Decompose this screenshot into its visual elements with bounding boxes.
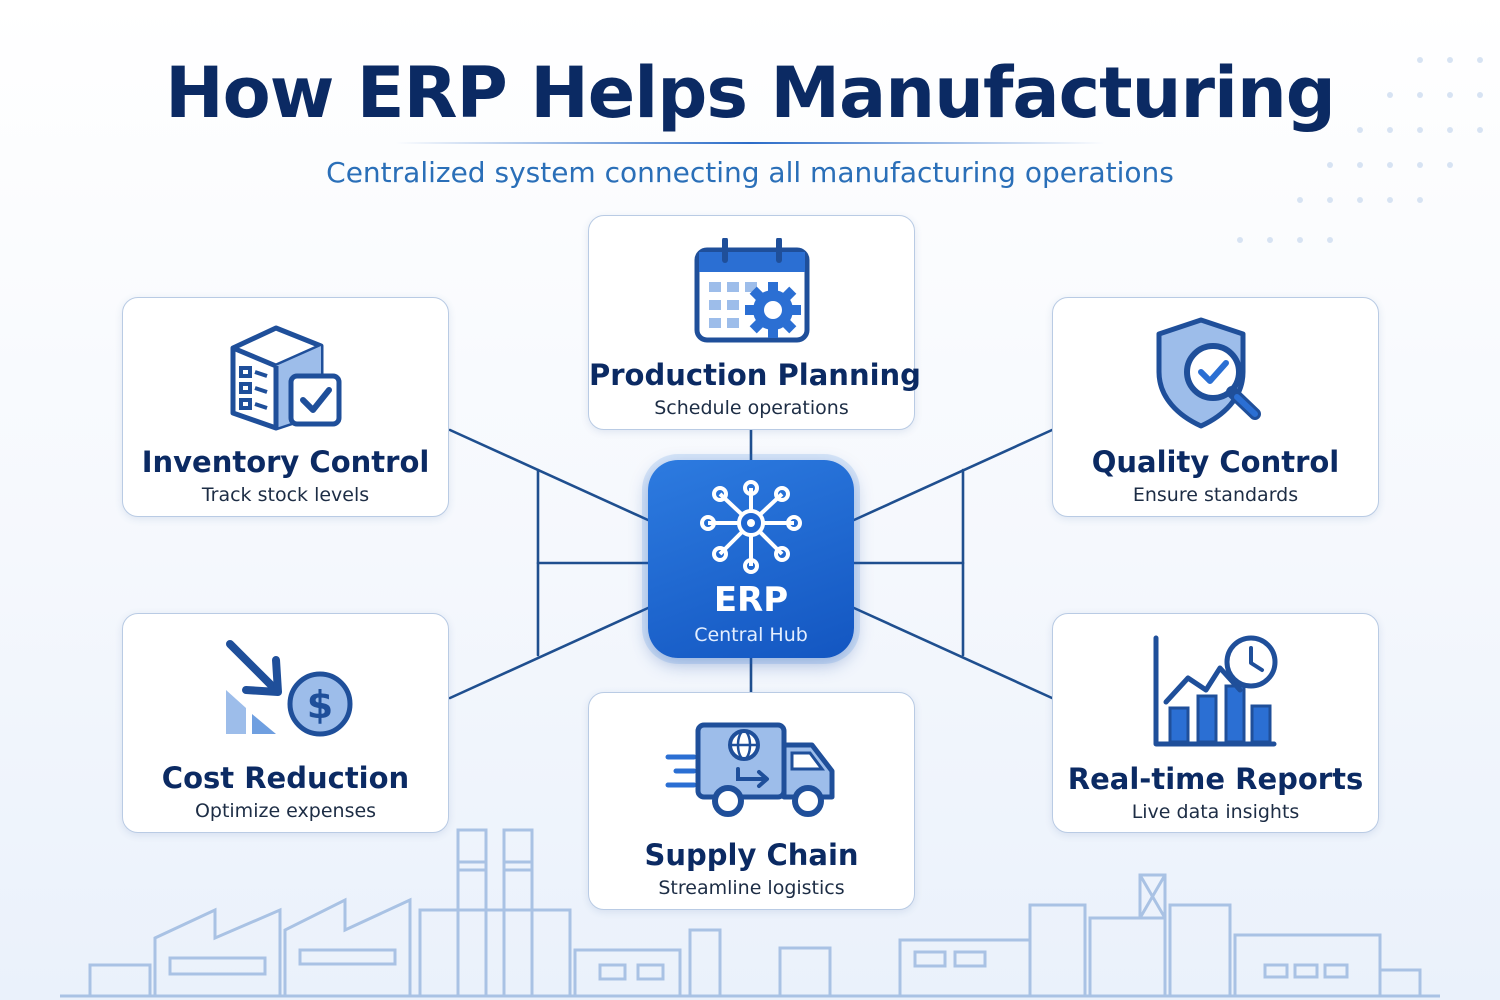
hub-subtitle: Central Hub: [694, 624, 808, 646]
card-label: Inventory Control: [141, 445, 430, 479]
svg-text:$: $: [306, 683, 332, 727]
network-hub-icon: [648, 478, 854, 578]
page-subtitle: Centralized system connecting all manufa…: [326, 156, 1174, 189]
box-checklist-icon: [123, 318, 448, 433]
dot-pattern: [1237, 57, 1483, 243]
card-supply-chain: Supply Chain Streamline logistics: [588, 692, 915, 910]
page-title: How ERP Helps Manufacturing: [165, 52, 1336, 134]
card-description: Live data insights: [1131, 801, 1300, 823]
hub-title: ERP: [713, 580, 789, 620]
card-quality-control: Quality Control Ensure standards: [1052, 297, 1379, 517]
card-label: Quality Control: [1091, 445, 1340, 479]
factory-skyline: [60, 828, 1440, 998]
card-description: Streamline logistics: [658, 877, 845, 899]
card-production-planning: Production Planning Schedule operations: [588, 215, 921, 430]
dollar-down-arrow-icon: $: [123, 634, 448, 744]
delivery-truck-icon: [589, 715, 914, 820]
card-cost-reduction: $ Cost Reduction Optimize expenses: [122, 613, 449, 833]
card-description: Track stock levels: [201, 484, 370, 506]
erp-central-hub: ERP Central Hub: [648, 460, 854, 658]
card-description: Optimize expenses: [194, 800, 377, 822]
card-inventory-control: Inventory Control Track stock levels: [122, 297, 449, 517]
card-label: Real-time Reports: [1067, 762, 1364, 796]
title-underline: [395, 142, 1105, 144]
card-realtime-reports: Real-time Reports Live data insights: [1052, 613, 1379, 833]
card-label: Cost Reduction: [161, 761, 410, 795]
card-description: Schedule operations: [654, 397, 849, 419]
calendar-gear-icon: [589, 238, 914, 348]
card-description: Ensure standards: [1132, 484, 1299, 506]
card-label: Supply Chain: [644, 838, 859, 872]
card-label: Production Planning: [589, 358, 921, 392]
shield-magnifier-icon: [1053, 314, 1378, 434]
chart-clock-icon: [1053, 632, 1378, 747]
